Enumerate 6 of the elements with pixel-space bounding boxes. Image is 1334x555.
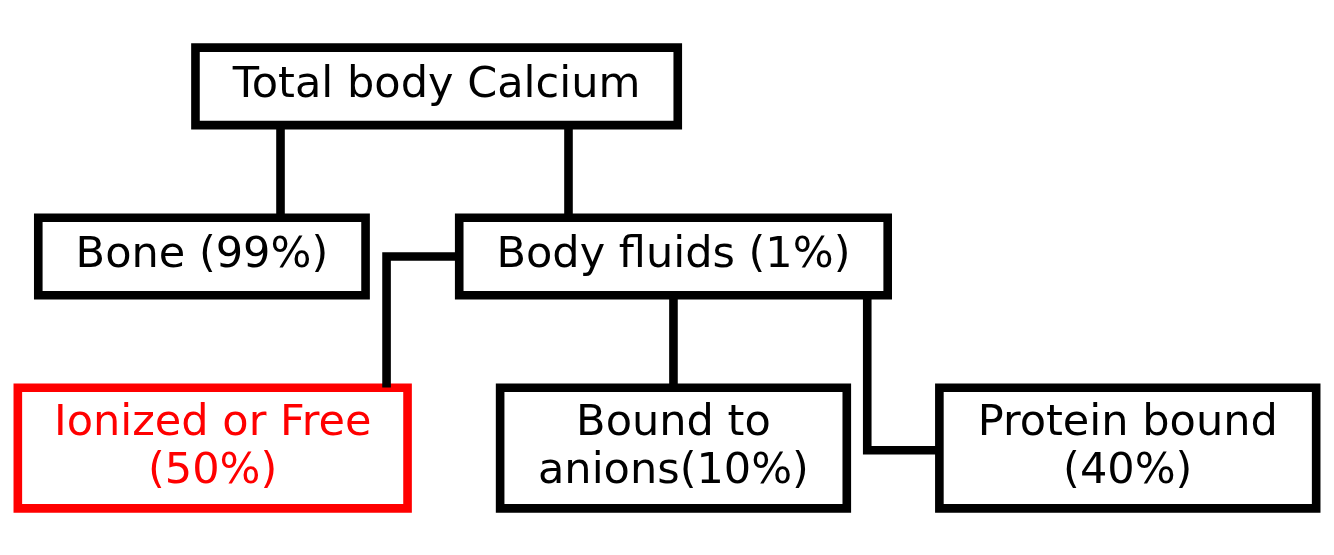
node-box: Bone (99%) [33,212,370,300]
node-box: Protein bound (40%) [935,383,1321,513]
node-box: Ionized or Free (50%) [13,383,412,513]
node-box: Body fluids (1%) [454,212,892,300]
node-box: Bound to anions(10%) [495,383,852,513]
node-box: Total body Calcium [191,42,683,129]
